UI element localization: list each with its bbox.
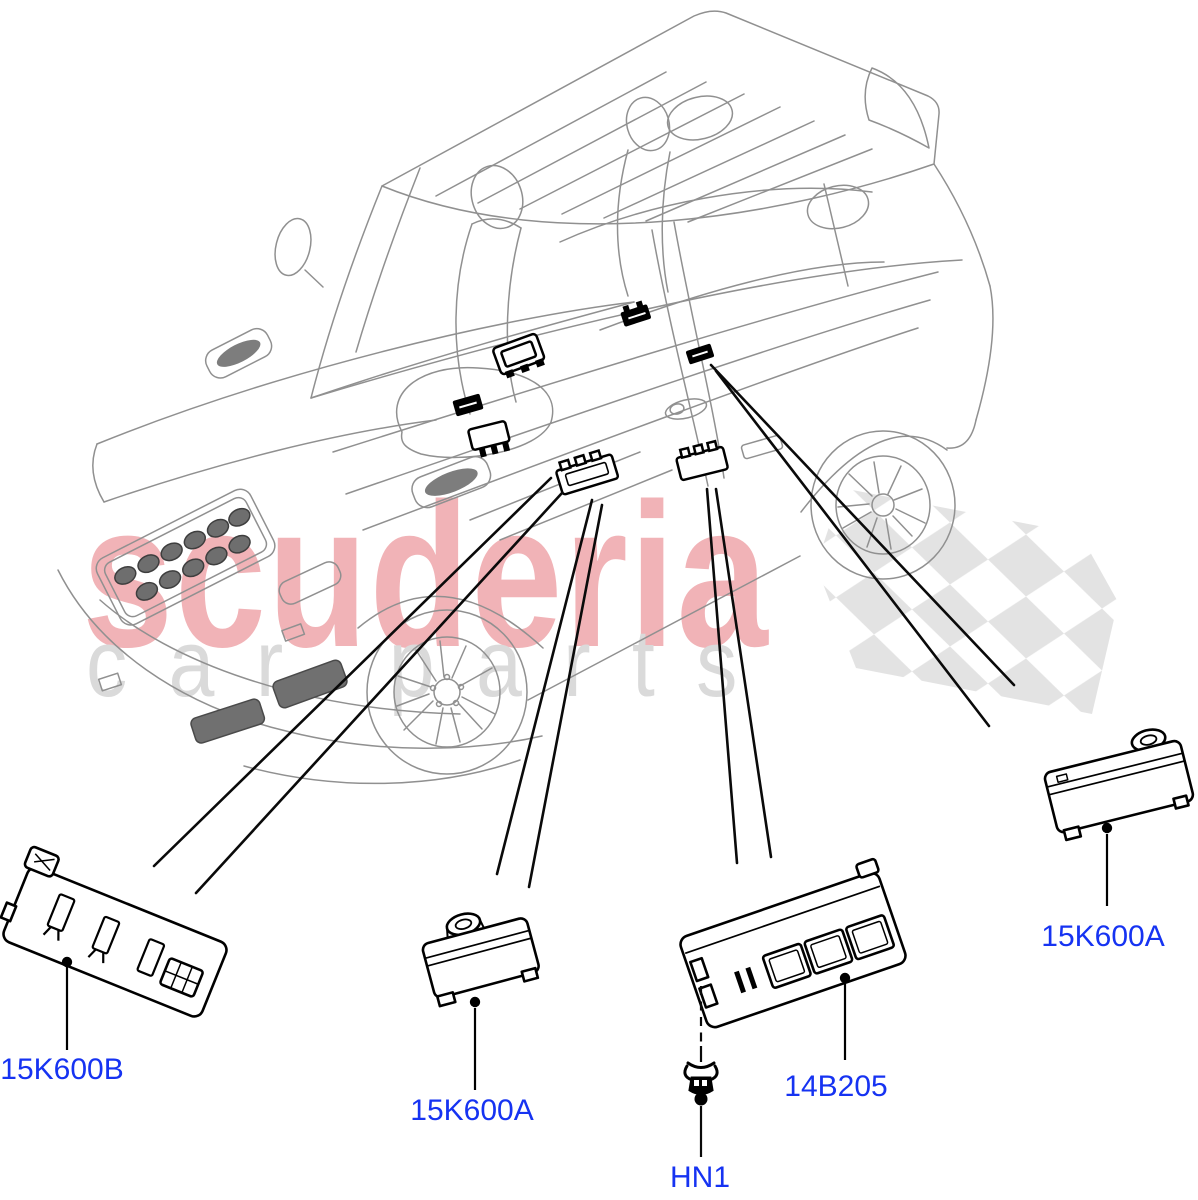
seat-module-icon bbox=[620, 300, 651, 327]
vehicle-outline bbox=[57, 10, 994, 785]
part-drawing-15k600a-centre bbox=[421, 912, 540, 1008]
rear-wheel bbox=[810, 430, 956, 580]
watermark-subtitle-text: car parts bbox=[86, 610, 779, 717]
part-label-hn1[interactable]: HN1 bbox=[669, 1161, 731, 1194]
part-label-14b205[interactable]: 14B205 bbox=[784, 1070, 888, 1103]
hn1-fastener-drawing bbox=[683, 1061, 719, 1106]
checkered-flag-watermark bbox=[816, 488, 1118, 714]
front-wheel bbox=[366, 609, 528, 775]
seat-module-icon bbox=[685, 343, 715, 365]
part-drawing-14b205 bbox=[679, 857, 907, 1029]
front-grille bbox=[95, 488, 276, 626]
seat-module-icon bbox=[452, 393, 484, 417]
seat-module-icon bbox=[555, 449, 620, 496]
module-icons bbox=[452, 300, 729, 496]
callout-dot bbox=[61, 956, 73, 968]
part-label-15k600b[interactable]: 15K600B bbox=[0, 1053, 124, 1086]
callout-dot bbox=[839, 972, 851, 984]
seat-module-icon bbox=[675, 439, 729, 482]
callout-dot bbox=[1101, 822, 1113, 834]
part-label-15k600a-right[interactable]: 15K600A bbox=[1041, 920, 1165, 953]
leader-lines bbox=[152, 363, 1016, 895]
part-label-15k600a-centre[interactable]: 15K600A bbox=[410, 1094, 534, 1127]
callout-dot bbox=[469, 996, 481, 1008]
seat-module-icon bbox=[492, 332, 546, 379]
part-drawing-15k600a-right bbox=[1043, 728, 1195, 842]
seat-module-icon bbox=[467, 420, 511, 458]
part-drawing-15k600b bbox=[0, 845, 228, 1018]
headlight bbox=[278, 561, 342, 605]
